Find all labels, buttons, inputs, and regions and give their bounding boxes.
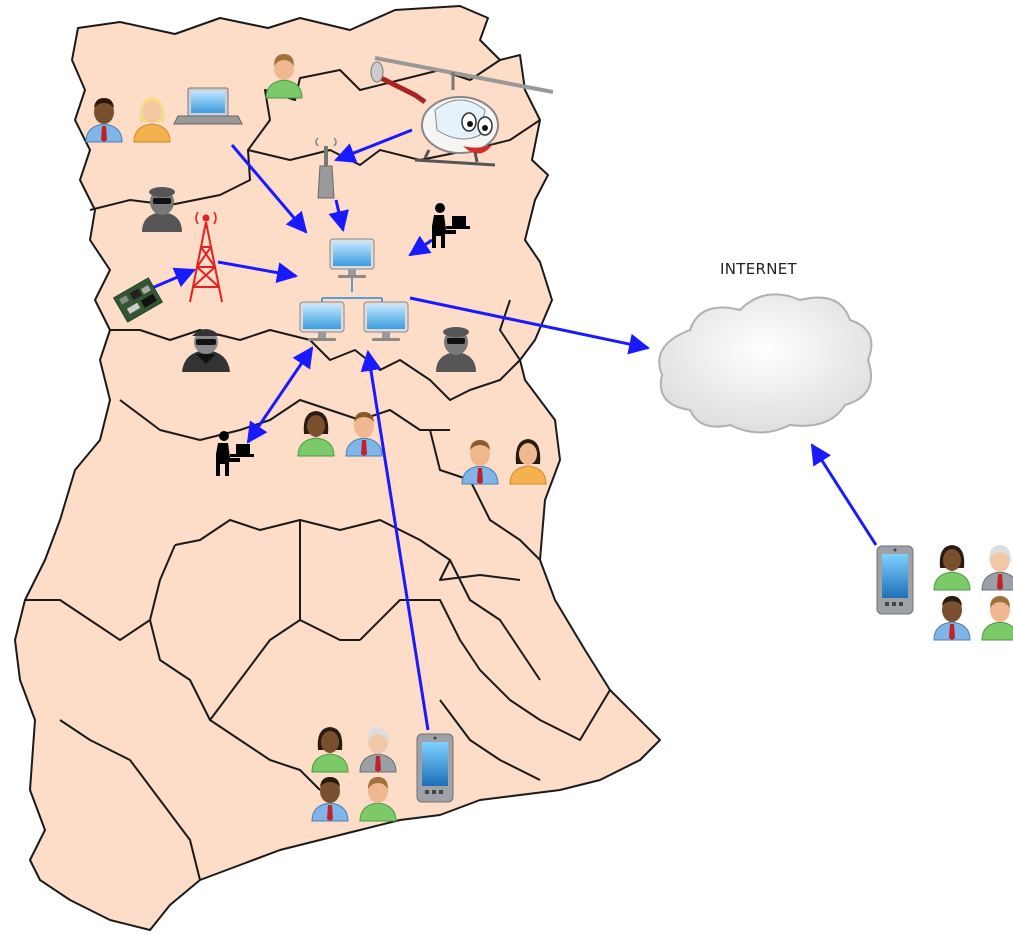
arrow-tower-to-network — [217, 260, 299, 283]
connection-arrows — [151, 128, 878, 731]
network-links — [321, 278, 383, 304]
antenna-icon — [315, 137, 337, 199]
network-hub — [299, 238, 409, 342]
arrow-network-to-internet — [409, 296, 651, 355]
radio-tower-icon — [189, 211, 223, 303]
arrow-worker-to-server — [408, 235, 433, 257]
arrow-mobile-to-internet — [810, 443, 878, 546]
cloud-icon — [658, 293, 873, 434]
arrow-helicopter-to-antenna — [334, 128, 413, 163]
person-icon — [933, 595, 971, 641]
country-outline — [14, 5, 661, 931]
arrow-laptop-to-network — [230, 144, 308, 234]
arrow-worker-network-bidirectional — [246, 346, 314, 444]
mobile-phone-icon — [876, 545, 914, 615]
circuit-board-icon — [112, 277, 164, 323]
arrow-phone-to-network — [360, 349, 430, 731]
arrow-antenna-to-server — [328, 199, 349, 233]
person-icon — [981, 544, 1013, 591]
person-icon — [981, 595, 1013, 641]
country-map — [14, 5, 661, 931]
arrow-board-to-tower — [151, 267, 196, 290]
person-icon — [933, 544, 971, 591]
mobile-phone-icon — [416, 733, 454, 803]
internet-label: INTERNET — [720, 260, 797, 278]
laptop-icon — [173, 87, 243, 125]
region-borders — [25, 59, 611, 881]
helicopter-icon — [370, 56, 554, 167]
